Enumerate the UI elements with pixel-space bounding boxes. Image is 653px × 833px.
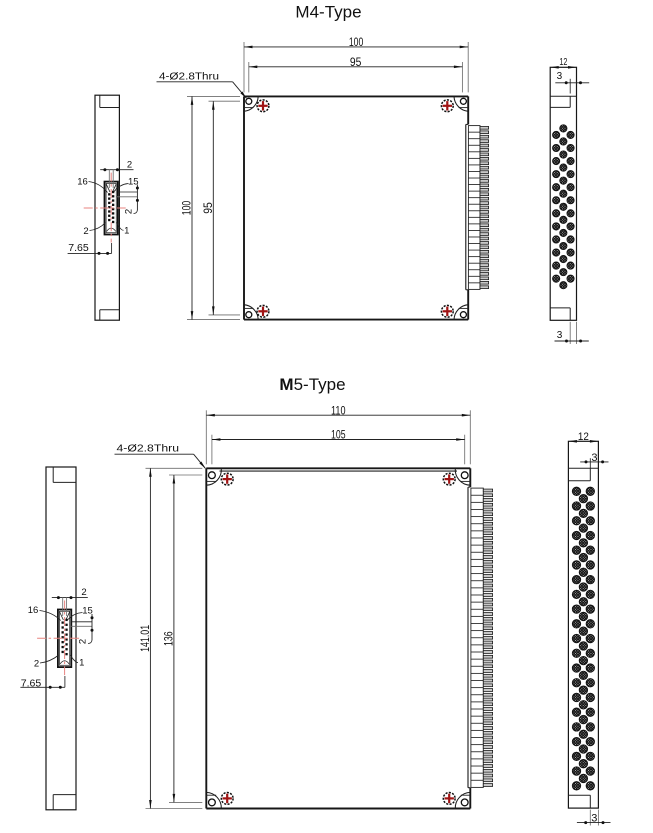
svg-text:4-Ø2.8Thru: 4-Ø2.8Thru <box>159 70 219 82</box>
svg-text:M4-Type: M4-Type <box>295 3 361 22</box>
svg-text:2: 2 <box>34 659 39 670</box>
svg-text:105: 105 <box>331 428 346 442</box>
svg-text:100: 100 <box>349 35 364 49</box>
svg-text:3: 3 <box>591 813 597 825</box>
svg-text:2: 2 <box>124 209 135 214</box>
svg-text:15: 15 <box>128 176 139 187</box>
svg-text:1: 1 <box>79 658 84 669</box>
svg-text:1: 1 <box>124 226 129 237</box>
svg-text:100: 100 <box>180 201 194 216</box>
svg-text:2: 2 <box>127 159 132 170</box>
svg-text:3: 3 <box>591 452 597 464</box>
svg-text:3: 3 <box>557 71 563 82</box>
svg-text:95: 95 <box>201 202 215 214</box>
svg-text:7.65: 7.65 <box>68 243 89 254</box>
svg-text:110: 110 <box>331 403 346 417</box>
svg-text:12: 12 <box>559 57 567 68</box>
svg-text:141.01: 141.01 <box>138 625 152 652</box>
svg-text:3: 3 <box>557 330 563 341</box>
svg-text:16: 16 <box>28 605 39 616</box>
svg-text:2: 2 <box>77 639 88 644</box>
svg-text:2: 2 <box>81 587 86 598</box>
svg-text:95: 95 <box>350 55 362 69</box>
svg-text:16: 16 <box>77 176 88 187</box>
svg-text:2: 2 <box>83 226 88 237</box>
svg-text:15: 15 <box>82 605 93 616</box>
svg-text:136: 136 <box>162 631 176 646</box>
svg-text:12: 12 <box>578 431 589 443</box>
svg-text:7.65: 7.65 <box>21 678 42 689</box>
svg-text:M5-Type: M5-Type <box>279 375 345 394</box>
svg-text:4-Ø2.8Thru: 4-Ø2.8Thru <box>117 443 180 455</box>
